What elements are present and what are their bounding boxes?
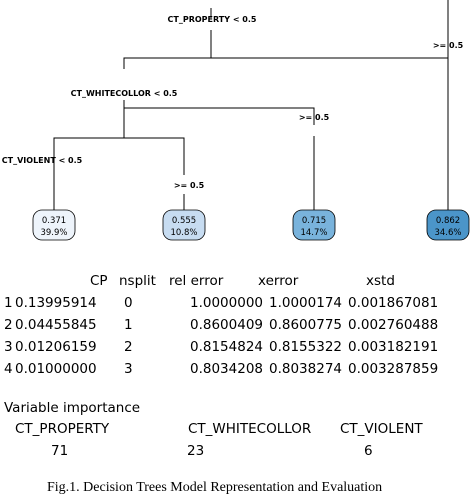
cp-value: 0.01206159 xyxy=(15,339,97,355)
split-label-n1-right: >= 0.5 xyxy=(299,113,330,122)
xerror-value: 0.8038274 xyxy=(269,361,343,377)
decision-tree-diagram: CT_PROPERTY < 0.5 >= 0.5 CT_WHITECOLLOR … xyxy=(2,0,470,241)
leaf-node-3-box xyxy=(292,209,336,241)
rel-error-value: 0.8600409 xyxy=(190,317,264,333)
nsplit-value: 0 xyxy=(124,295,133,311)
leaf-node-4-pct: 34.6% xyxy=(434,228,461,238)
split-label-ct-property: CT_PROPERTY < 0.5 xyxy=(168,15,257,24)
row-index: 4 xyxy=(4,361,13,377)
nsplit-value: 1 xyxy=(124,317,133,333)
edge-root-horizontal xyxy=(123,0,449,69)
xstd-value: 0.002760488 xyxy=(348,317,439,333)
xstd-value: 0.001867081 xyxy=(348,295,439,311)
xstd-value: 0.003182191 xyxy=(348,339,439,355)
leaf-node-1-box xyxy=(32,209,76,241)
importance-name-ct-property: CT_PROPERTY xyxy=(15,421,110,437)
header-xstd: xstd xyxy=(366,273,395,289)
leaf-node-4-value: 0.862 xyxy=(436,216,460,226)
split-label-ct-violent: CT_VIOLENT < 0.5 xyxy=(2,156,83,165)
split-label-root-right: >= 0.5 xyxy=(433,41,464,50)
importance-name-ct-violent: CT_VIOLENT xyxy=(340,421,423,437)
header-cp: CP xyxy=(90,273,108,289)
leaf-node-4-box xyxy=(426,209,470,241)
edge-n1-bar xyxy=(123,102,315,125)
row-index: 3 xyxy=(4,339,13,355)
leaf-node-2-box xyxy=(162,209,206,241)
row-index: 1 xyxy=(4,295,13,311)
split-label-ct-whitecollor: CT_WHITECOLLOR < 0.5 xyxy=(71,89,178,98)
nsplit-value: 2 xyxy=(124,339,133,355)
leaf-node-2-value: 0.555 xyxy=(172,216,196,226)
importance-value-ct-whitecollor: 23 xyxy=(187,443,205,459)
cp-value: 0.13995914 xyxy=(15,295,97,311)
leaf-node-3-pct: 14.7% xyxy=(300,228,327,238)
header-rel-error: rel error xyxy=(169,273,224,289)
leaf-node-2: 0.555 10.8% xyxy=(162,209,206,241)
xerror-value: 0.8600775 xyxy=(269,317,343,333)
importance-value-ct-property: 71 xyxy=(51,443,69,459)
xerror-value: 0.8155322 xyxy=(269,339,343,355)
leaf-node-3-value: 0.715 xyxy=(302,216,326,226)
row-index: 2 xyxy=(4,317,13,333)
xstd-value: 0.003287859 xyxy=(348,361,439,377)
importance-value-ct-violent: 6 xyxy=(364,443,373,459)
leaf-node-4: 0.862 34.6% xyxy=(426,209,470,241)
rel-error-value: 0.8154824 xyxy=(190,339,264,355)
variable-importance-title: Variable importance xyxy=(4,400,141,416)
cp-value: 0.01000000 xyxy=(15,361,97,377)
rel-error-value: 0.8034208 xyxy=(190,361,264,377)
header-xerror: xerror xyxy=(258,273,299,289)
leaf-node-3: 0.715 14.7% xyxy=(292,209,336,241)
leaf-node-1-value: 0.371 xyxy=(42,216,66,226)
xerror-value: 1.0000174 xyxy=(269,295,343,311)
rel-error-value: 1.0000000 xyxy=(190,295,264,311)
split-label-n2-right: >= 0.5 xyxy=(174,181,205,190)
edge-n2-bar xyxy=(53,137,185,175)
header-nsplit: nsplit xyxy=(119,273,156,289)
leaf-node-1-pct: 39.9% xyxy=(40,228,67,238)
leaf-node-2-pct: 10.8% xyxy=(170,228,197,238)
leaf-node-1: 0.371 39.9% xyxy=(32,209,76,241)
cp-value: 0.04455845 xyxy=(15,317,97,333)
nsplit-value: 3 xyxy=(124,361,133,377)
importance-name-ct-whitecollor: CT_WHITECOLLOR xyxy=(188,421,312,437)
figure-caption: Fig.1. Decision Trees Model Representati… xyxy=(47,480,383,495)
